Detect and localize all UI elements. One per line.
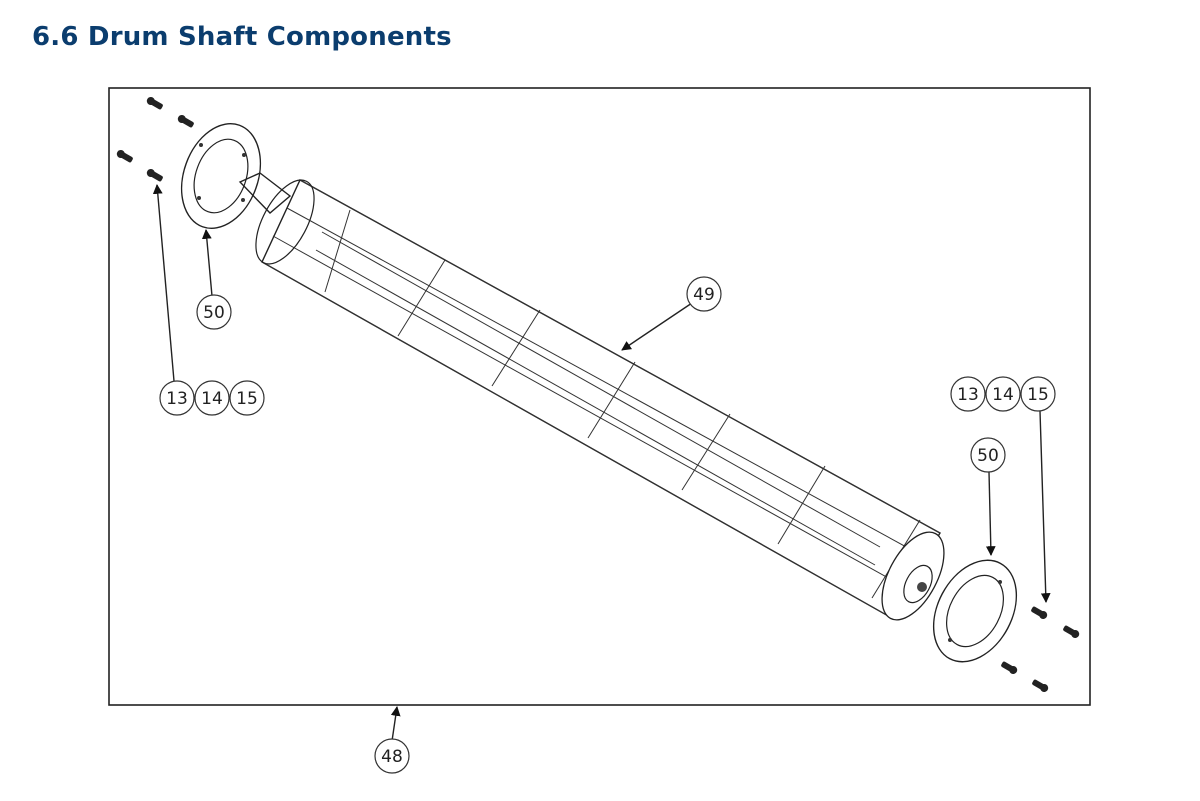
- svg-text:49: 49: [693, 285, 715, 305]
- svg-text:14: 14: [992, 385, 1014, 405]
- callout-13-left: 13: [159, 380, 195, 416]
- svg-text:13: 13: [166, 389, 188, 409]
- left-bolts: [116, 97, 194, 182]
- callout-49: 49: [686, 276, 722, 312]
- svg-text:50: 50: [203, 303, 225, 323]
- section-title: 6.6 Drum Shaft Components: [32, 22, 452, 52]
- left-end-plate: [180, 123, 262, 229]
- leader-50-left: [201, 229, 213, 297]
- leader-48: [390, 706, 401, 742]
- drum-cage: [238, 172, 945, 621]
- callout-15-right: 15: [1020, 376, 1056, 412]
- svg-text:48: 48: [381, 747, 403, 767]
- callout-50-right: 50: [970, 437, 1006, 473]
- svg-text:14: 14: [201, 389, 223, 409]
- right-bolts: [1001, 606, 1080, 692]
- callout-14-left: 14: [194, 380, 230, 416]
- callout-48: 48: [374, 738, 410, 774]
- leader-13-left: [152, 184, 175, 382]
- callout-15-left: 15: [229, 380, 265, 416]
- callout-14-right: 14: [985, 376, 1021, 412]
- leader-50-right: [985, 471, 996, 556]
- svg-text:13: 13: [957, 385, 979, 405]
- right-end-plate: [932, 559, 1018, 663]
- svg-text:50: 50: [977, 446, 999, 466]
- svg-text:15: 15: [1027, 385, 1049, 405]
- leader-15-right: [1039, 410, 1051, 603]
- frame-outline: [108, 87, 1091, 706]
- callout-13-right: 13: [950, 376, 986, 412]
- leader-49: [621, 302, 693, 351]
- callout-50-left: 50: [196, 294, 232, 330]
- svg-text:15: 15: [236, 389, 258, 409]
